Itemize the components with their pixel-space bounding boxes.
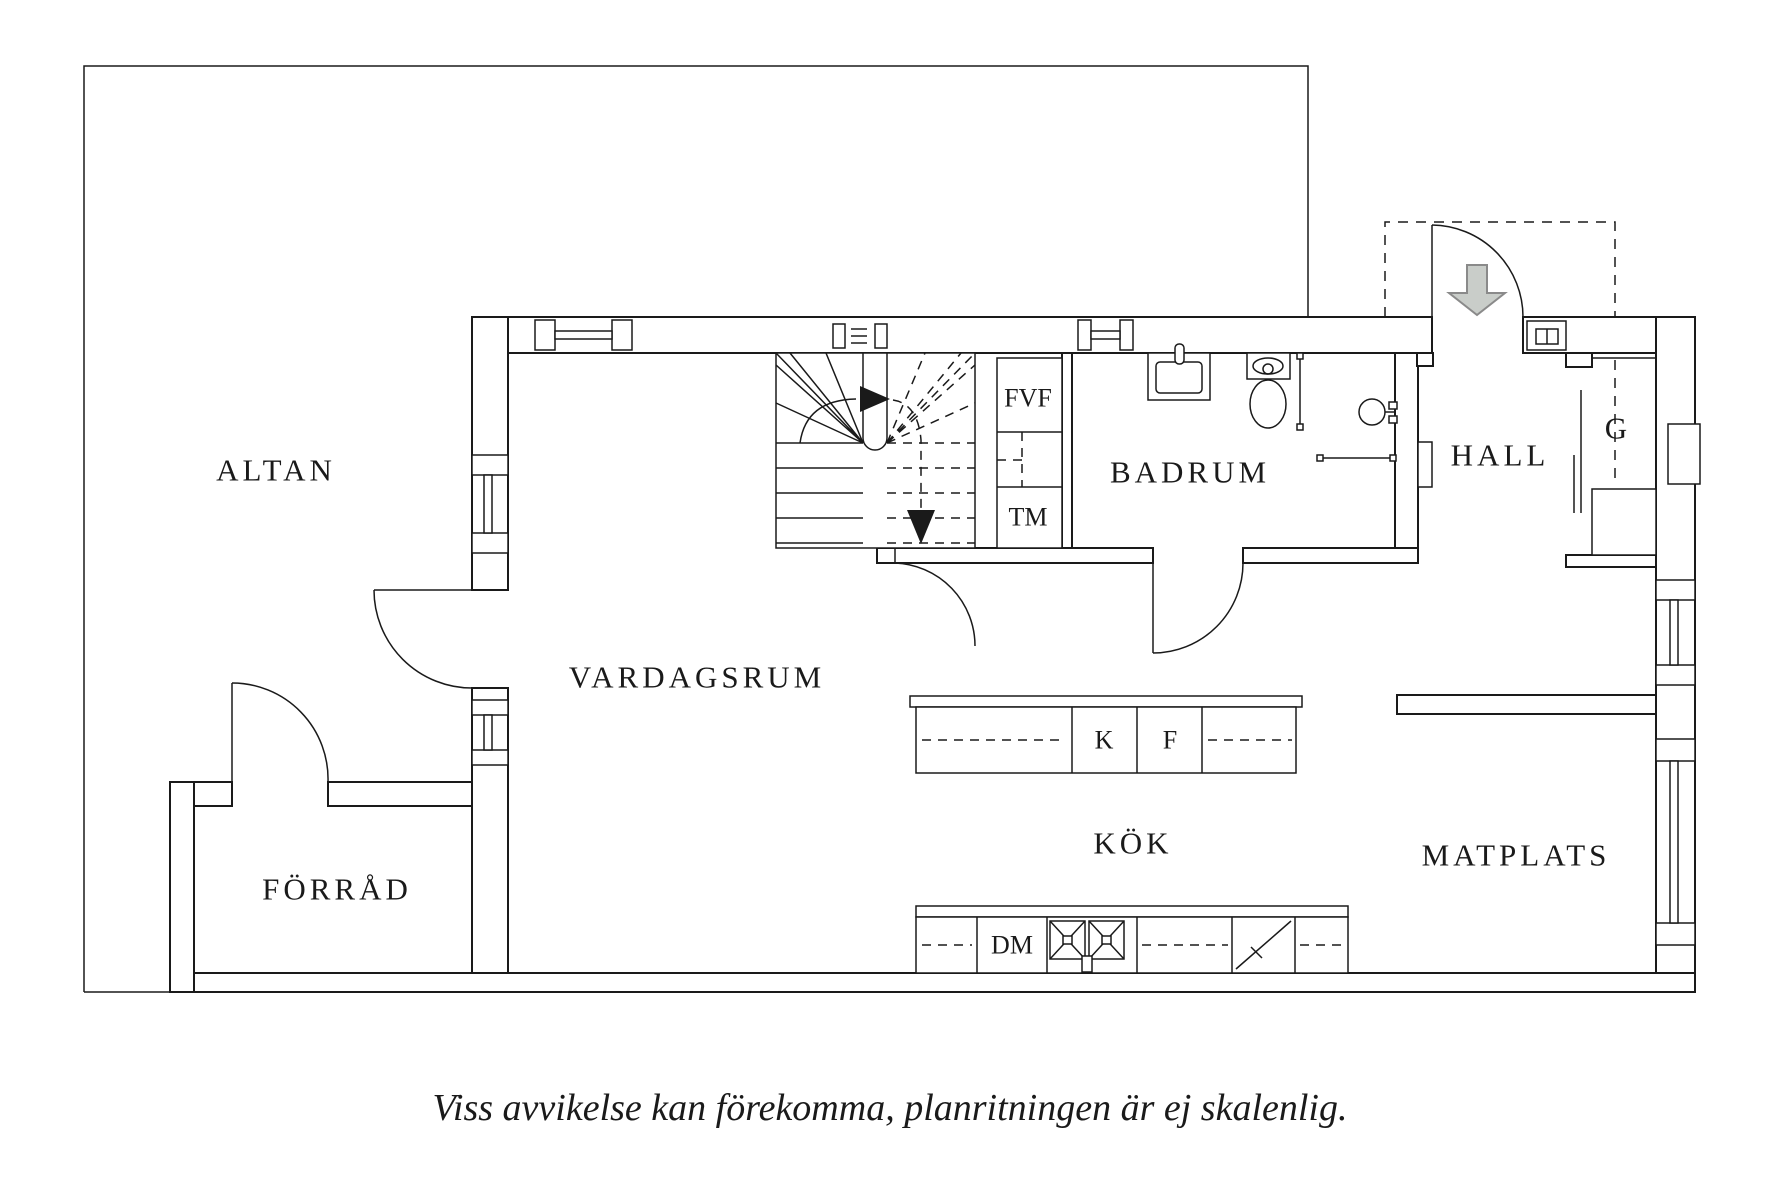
- fixture-label-frys: F: [1163, 726, 1177, 755]
- window-east-upper: [1655, 579, 1696, 686]
- stair-up-arrow-icon: [860, 386, 890, 412]
- window-top-1: [534, 318, 633, 352]
- doors: [231, 224, 1524, 783]
- window-badrum: [1077, 318, 1134, 352]
- window-west-lower: [471, 699, 509, 766]
- garderob-closet: [1573, 357, 1657, 556]
- window-west-upper: [471, 454, 509, 554]
- fixture-label-tm: TM: [1009, 503, 1048, 532]
- terrace-door: [373, 589, 473, 689]
- badrum-door: [1152, 562, 1244, 654]
- badrum-fixtures: [1147, 343, 1398, 462]
- room-label-badrum: BADRUM: [1110, 455, 1270, 490]
- disclaimer-caption: Viss avvikelse kan förekomma, planritnin…: [433, 1087, 1348, 1129]
- room-label-vardagsrum: VARDAGSRUM: [569, 660, 826, 695]
- kitchen-island: K F: [909, 695, 1303, 774]
- kitchen-sink-icon: [1049, 920, 1125, 973]
- fixture-label-fvf: FVF: [1004, 384, 1052, 413]
- room-labels: ALTAN VARDAGSRUM FÖRRÅD BADRUM HALL G KÖ…: [216, 411, 1631, 907]
- forrad-door: [231, 682, 329, 783]
- fvf-tm-cabinets: FVF TM: [996, 357, 1063, 549]
- window-hall: [1526, 318, 1567, 352]
- kitchen-counter: DM: [915, 905, 1349, 974]
- fixture-label-garderob: G: [1605, 411, 1631, 446]
- room-label-altan: ALTAN: [216, 453, 336, 488]
- entrance-door: [1431, 224, 1524, 318]
- hall-fixtures: [1417, 357, 1657, 556]
- fixture-label-dm: DM: [991, 931, 1033, 960]
- staircase: [775, 352, 976, 647]
- toilet-icon: [1246, 352, 1291, 429]
- room-label-kok: KÖK: [1093, 826, 1172, 861]
- window-stair-hatch: [831, 318, 889, 352]
- room-label-forrad: FÖRRÅD: [262, 872, 412, 907]
- windows: [471, 318, 1701, 946]
- stove-icon: [1235, 920, 1292, 970]
- fixture-label-kyl: K: [1095, 726, 1114, 755]
- sink-icon: [1147, 343, 1211, 401]
- shower-icon: [1296, 352, 1398, 462]
- room-label-hall: HALL: [1451, 438, 1550, 473]
- window-east-lower: [1655, 738, 1696, 946]
- entrance-arrow-icon: [1446, 264, 1508, 317]
- altan-outline: [83, 65, 1309, 993]
- room-label-matplats: MATPLATS: [1422, 838, 1611, 873]
- entrance-porch: [1384, 221, 1616, 478]
- stair-down-arrow-icon: [907, 510, 935, 544]
- radiator: [1417, 441, 1433, 488]
- east-wall-niche: [1667, 423, 1701, 485]
